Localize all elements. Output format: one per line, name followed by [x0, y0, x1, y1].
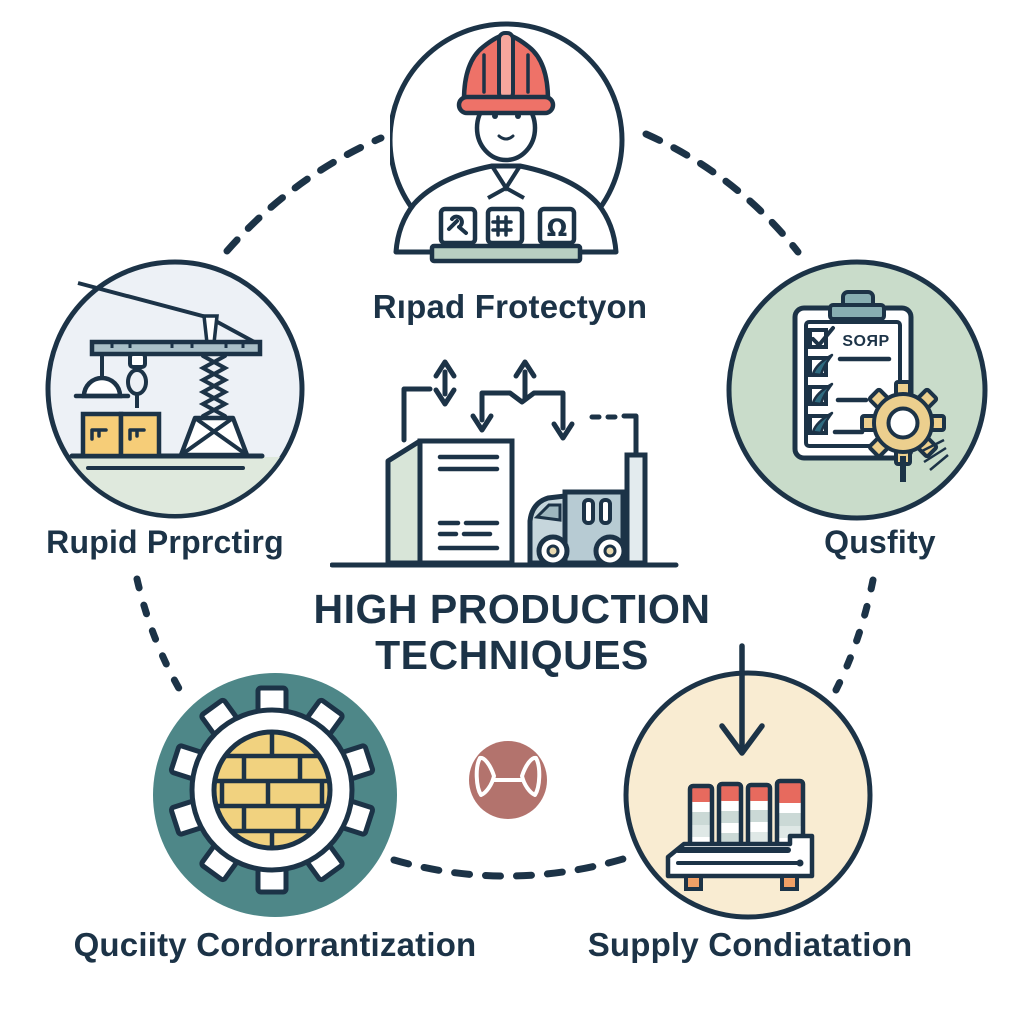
connector-top-right	[642, 130, 802, 256]
connector-top-left	[223, 134, 385, 255]
page-title-line2: TECHNIQUES	[375, 632, 649, 678]
connector-bottom	[390, 852, 637, 880]
construction-crane-icon	[45, 259, 305, 519]
flow-bracket	[401, 386, 433, 443]
crane-beam	[89, 339, 263, 357]
badge-square-3	[537, 206, 577, 246]
clipboard-clip-bar	[828, 303, 886, 321]
grid-icon	[491, 215, 513, 237]
conveyor-bars-icon	[623, 643, 873, 920]
building-window-lines	[437, 454, 500, 551]
bowtie-link-icon	[469, 741, 547, 819]
checkmark-2	[811, 353, 834, 377]
quality-gear	[860, 380, 949, 482]
truck-windshield	[533, 503, 562, 522]
building-front	[417, 438, 515, 566]
flow-branches	[470, 359, 575, 441]
brick-gear	[168, 685, 376, 895]
factory-truck-icon	[330, 359, 679, 568]
double-arrow	[433, 359, 457, 407]
crate-2-mark	[128, 428, 146, 441]
hook-block	[128, 352, 147, 369]
crane-lattice	[198, 354, 230, 418]
wrench-icon	[447, 214, 468, 235]
conveyor-table	[665, 833, 815, 879]
crane-base-x	[179, 416, 249, 457]
crate-2	[118, 411, 162, 459]
hardhat-stripe	[497, 31, 515, 101]
hardhat-ridges	[482, 53, 530, 94]
connector-right-side	[832, 576, 877, 694]
worker-hardhat-icon: Ω	[390, 21, 625, 264]
omega-icon: Ω	[547, 214, 567, 242]
clipboard-checklist-gear-icon: SOЯP	[726, 259, 988, 521]
crane-beam-ticks	[110, 344, 245, 348]
label-bottom-right: Supply Condiatation	[587, 926, 913, 963]
worker-smile	[497, 134, 515, 141]
truck-hub-1	[546, 544, 560, 558]
table-foot-2	[780, 874, 799, 891]
hook-link	[126, 368, 148, 396]
truck-slot-2	[599, 498, 612, 525]
clipboard-heading: SOЯP	[842, 333, 889, 350]
product-bars	[687, 778, 806, 848]
truck-slot-1	[582, 498, 595, 525]
bar-2	[716, 781, 744, 848]
bar-3	[745, 782, 773, 848]
crane-mast-top	[202, 314, 219, 345]
gear-center-hole	[886, 406, 920, 440]
label-left: Rupid Prprctirg	[46, 524, 284, 560]
gear-scribble	[919, 438, 949, 471]
worker-desk-bar	[429, 243, 583, 264]
factory-chimney	[624, 452, 648, 566]
conveyor-line-dot	[796, 859, 804, 867]
table-foot-1	[684, 874, 703, 891]
label-top: Rıpad Frotectyon	[372, 288, 648, 325]
label-right: Qusfity	[824, 524, 936, 560]
inflow-arrow	[719, 643, 765, 756]
hanger-left-dome	[81, 375, 123, 399]
truck-hub-2	[603, 544, 617, 558]
worker-collar-flaps	[487, 164, 525, 200]
page-title-line1: HIGH PRODUCTION	[313, 586, 711, 632]
hardhat-brim	[456, 94, 556, 116]
checkmark-3	[811, 382, 834, 406]
label-bottom-left: Quciity Cordorrantization	[73, 926, 477, 963]
checkmark-1	[811, 326, 835, 348]
bar-1	[687, 783, 715, 848]
crate-1	[80, 411, 124, 459]
truck	[527, 489, 627, 568]
connector-left-side	[133, 575, 185, 696]
chimney-dashes	[589, 413, 639, 458]
crate-1-mark	[90, 428, 108, 441]
building-side	[385, 438, 423, 566]
gear-brick-icon	[153, 673, 397, 917]
checkmark-4	[811, 411, 834, 435]
